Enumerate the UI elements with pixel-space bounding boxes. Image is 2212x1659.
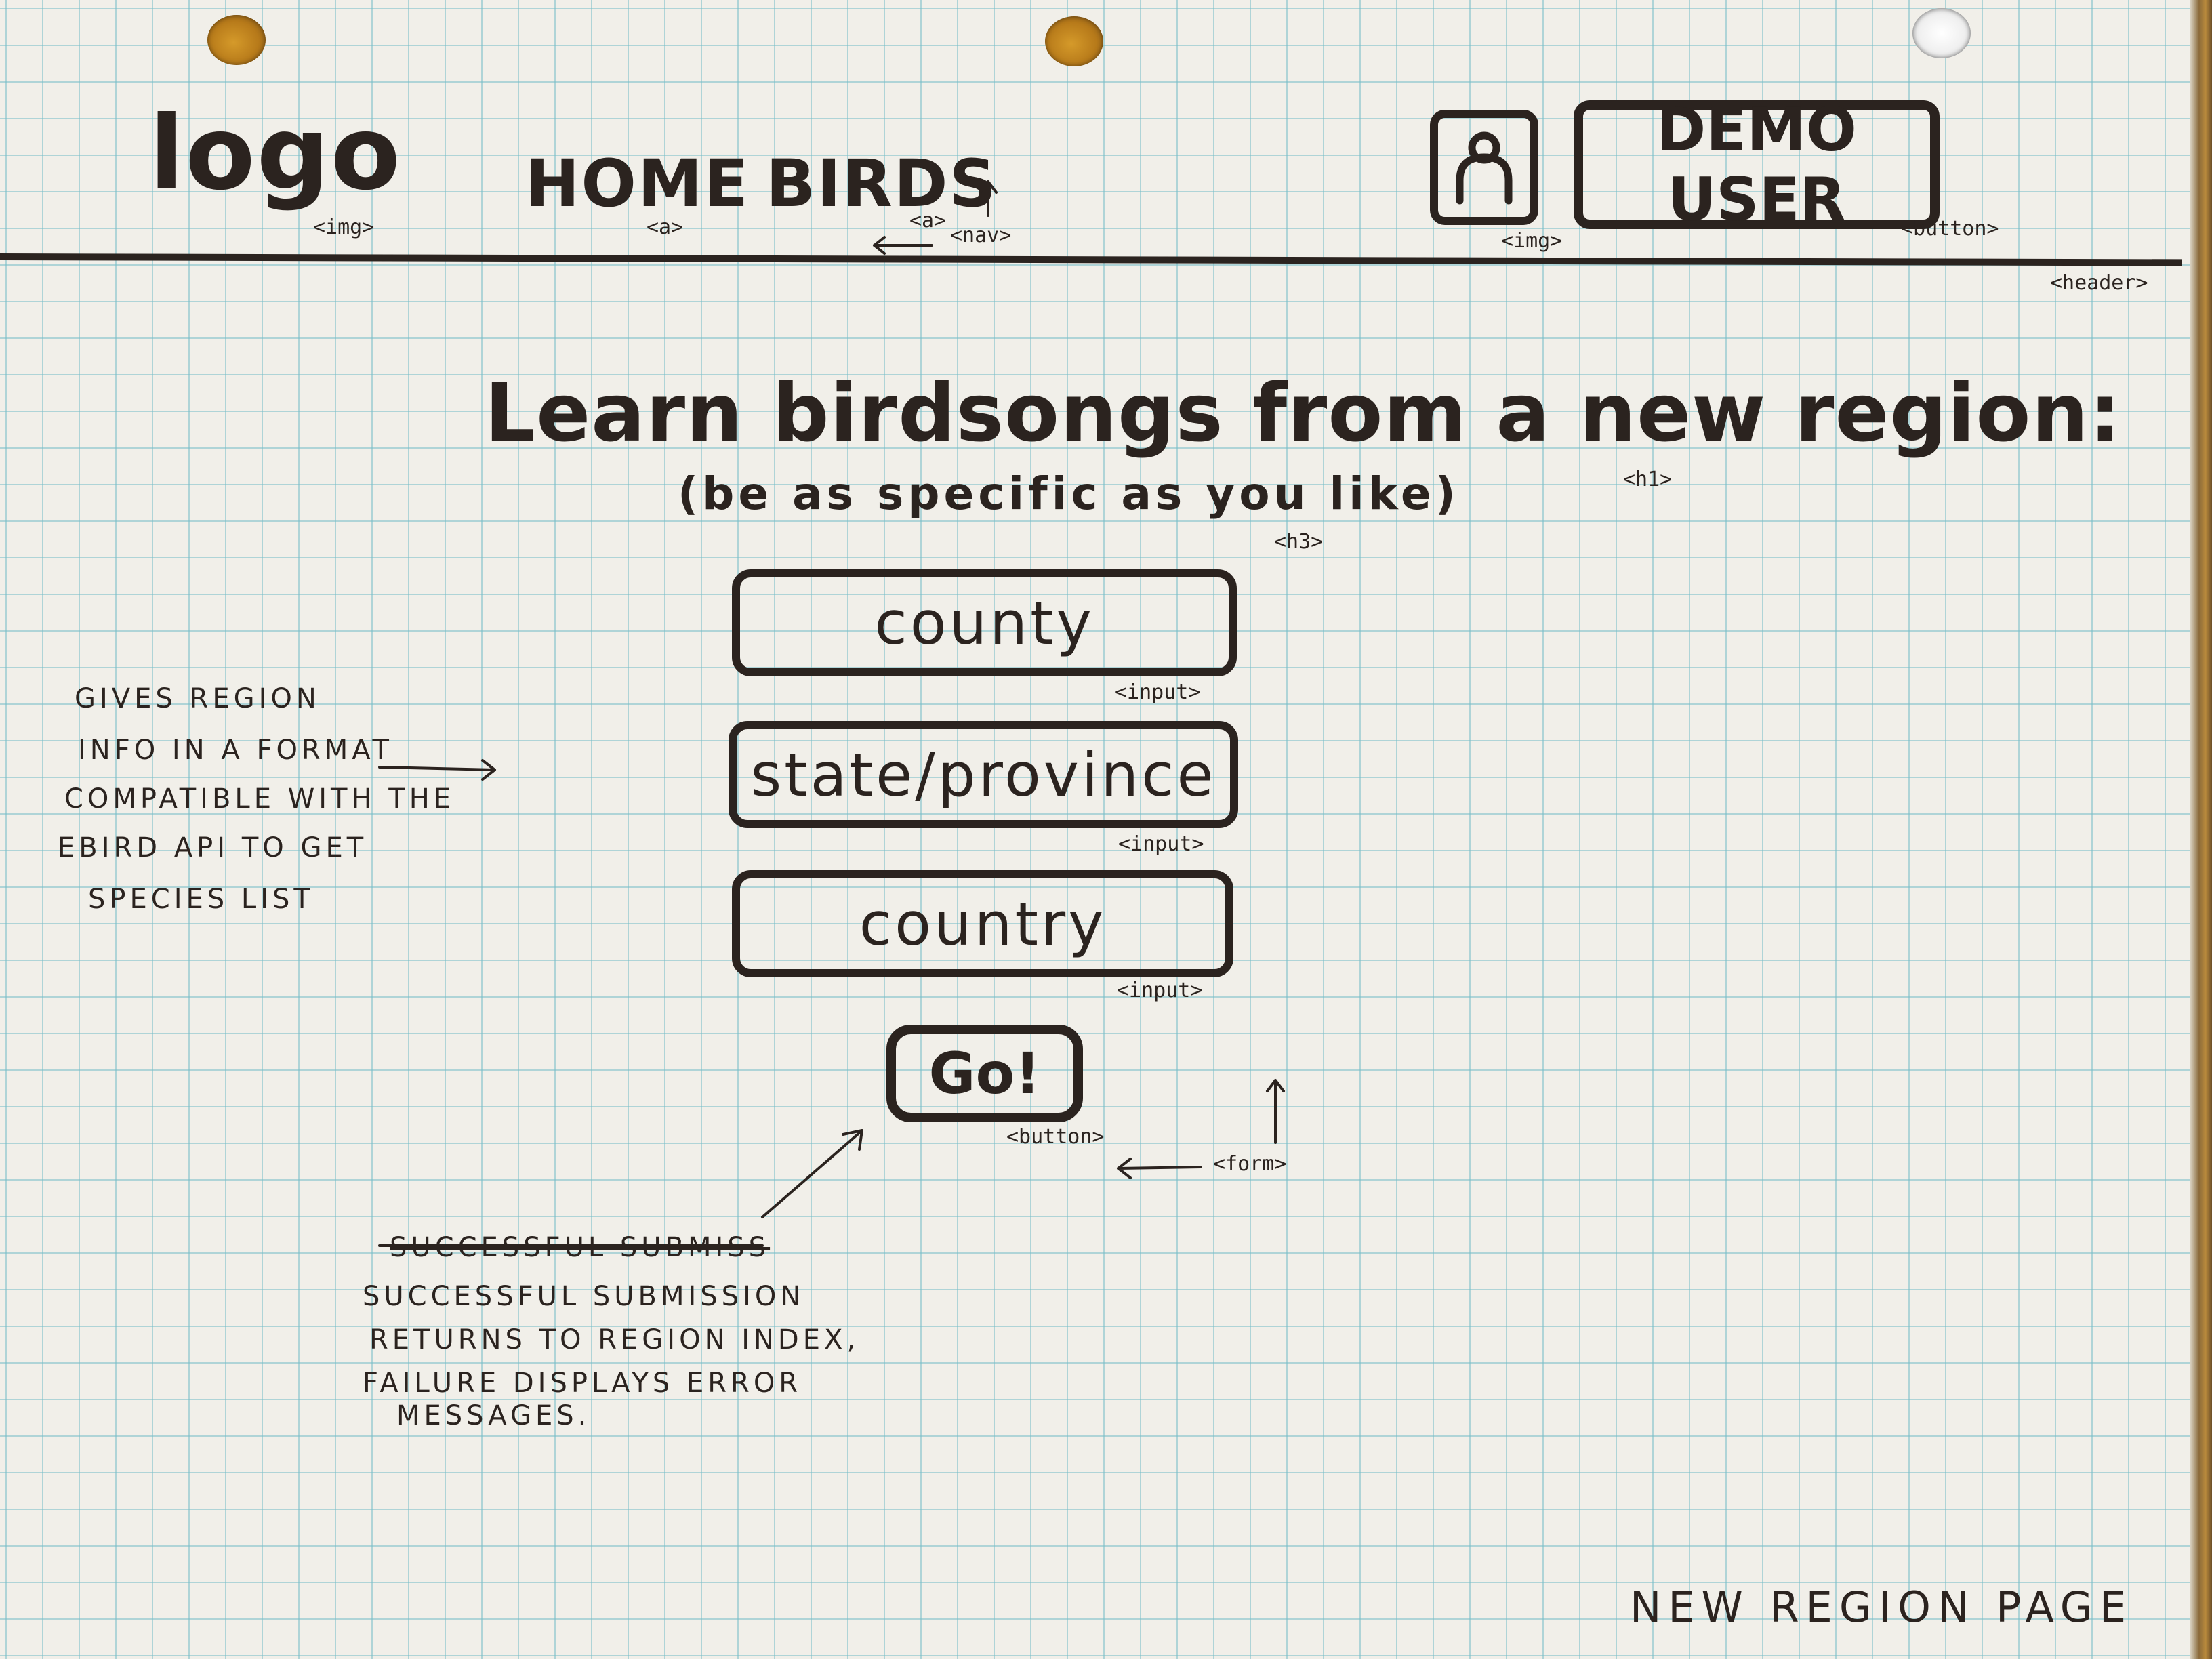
demo-user-button[interactable]: Demo User	[1574, 95, 1940, 234]
birds-link-tag: <a>	[909, 209, 947, 232]
user-icon	[1456, 131, 1513, 205]
logo-tag: <img>	[313, 216, 375, 239]
h3-tag: <h3>	[1274, 530, 1324, 554]
nav-tag: <nav>	[950, 224, 1012, 247]
state-province-input[interactable]	[729, 721, 1238, 828]
nav-link-home[interactable]: Home	[525, 146, 750, 222]
home-link-tag: <a>	[647, 216, 684, 239]
h1-tag: <h1>	[1623, 468, 1673, 491]
page-label: New Region Page	[1630, 1582, 2133, 1632]
note-line: compatible with the	[64, 783, 455, 815]
user-button-tag: <button>	[1901, 217, 1999, 241]
county-input-tag: <input>	[1115, 680, 1201, 704]
note-line: Successful submission	[363, 1281, 805, 1312]
page-subtitle: (be as specific as you like)	[678, 468, 1460, 520]
struck-note-line: Successful submiss	[390, 1232, 771, 1263]
header-tag: <header>	[2050, 271, 2148, 295]
note-line: info in a format	[78, 735, 393, 766]
go-button-tag: <button>	[1006, 1125, 1105, 1149]
country-input[interactable]	[732, 870, 1233, 977]
punch-hole	[1912, 8, 1971, 58]
punch-hole	[1045, 16, 1103, 66]
county-input[interactable]	[732, 569, 1237, 676]
state-input-tag: <input>	[1118, 832, 1204, 856]
note-line: ebird API to get	[58, 832, 368, 863]
avatar-tag: <img>	[1501, 229, 1563, 253]
paper-edge	[2190, 0, 2212, 1659]
note-line: returns to region index,	[369, 1324, 860, 1355]
avatar[interactable]	[1430, 110, 1538, 225]
note-line: Gives region	[75, 683, 321, 714]
go-button[interactable]: Go!	[886, 1025, 1083, 1122]
note-line: failure displays error	[363, 1368, 802, 1399]
form-tag: <form>	[1213, 1152, 1287, 1176]
nav-link-birds[interactable]: Birds	[766, 146, 998, 222]
note-line: messages.	[396, 1400, 591, 1431]
logo[interactable]: logo	[149, 95, 402, 213]
note-line: species list	[88, 884, 314, 915]
page-title: Learn birdsongs from a new region:	[485, 366, 2122, 459]
punch-hole	[207, 15, 266, 65]
country-input-tag: <input>	[1117, 979, 1203, 1002]
